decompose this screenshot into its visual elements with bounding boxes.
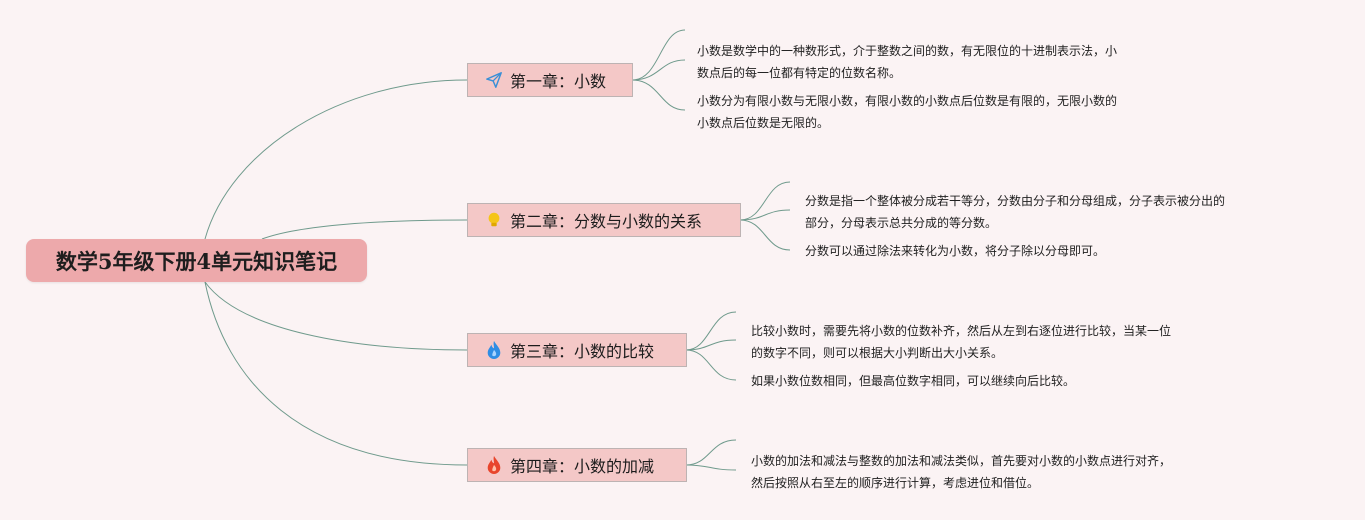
chapter-4-note-1[interactable]: 小数的加法和减法与整数的加法和减法类似，首先要对小数的小数点进行对齐， 然后按照…	[751, 450, 1171, 494]
connector-root-ch1	[204, 79, 468, 240]
chapter-2-title: 第二章：分数与小数的关系	[510, 212, 703, 231]
chapter-1-title: 第一章：小数	[510, 72, 607, 91]
connector-ch2-note1	[739, 181, 791, 221]
chapter-4-node[interactable]: 第四章：小数的加减	[467, 448, 687, 482]
connector-ch1-note1b	[631, 59, 686, 81]
connector-ch2-note2	[739, 219, 791, 251]
connector-ch3-note2	[685, 349, 737, 381]
chapter-4-title: 第四章：小数的加减	[510, 457, 655, 476]
chapter-3-note-2[interactable]: 如果小数位数相同，但最高位数字相同，可以继续向后比较。	[751, 370, 1075, 392]
connector-ch3-note1b	[685, 339, 737, 351]
note-line: 的数字不同，则可以根据大小判断出大小关系。	[751, 346, 1004, 360]
note-line: 小数点后位数是无限的。	[697, 116, 830, 130]
connector-ch2-note1b	[739, 209, 791, 221]
chapter-2-note-1[interactable]: 分数是指一个整体被分成若干等分，分数由分子和分母组成，分子表示被分出的 部分，分…	[805, 190, 1225, 234]
chapter-3-title: 第三章：小数的比较	[510, 342, 655, 361]
note-line: 分数可以通过除法来转化为小数，将分子除以分母即可。	[805, 244, 1106, 258]
red-flame-icon	[484, 455, 504, 475]
chapter-1-note-1[interactable]: 小数是数学中的一种数形式，介于整数之间的数，有无限位的十进制表示法，小 数点后的…	[697, 40, 1117, 84]
connector-ch1-note1	[631, 29, 686, 81]
connector-ch1-note2	[631, 79, 686, 111]
connector-root-ch2	[261, 219, 468, 240]
note-line: 小数分为有限小数与无限小数，有限小数的小数点后位数是有限的，无限小数的	[697, 94, 1118, 108]
chapter-1-node[interactable]: 第一章：小数	[467, 63, 633, 97]
note-line: 小数的加法和减法与整数的加法和减法类似，首先要对小数的小数点进行对齐，	[751, 454, 1172, 468]
note-line: 数点后的每一位都有特定的位数名称。	[697, 66, 902, 80]
chapter-2-note-2[interactable]: 分数可以通过除法来转化为小数，将分子除以分母即可。	[805, 240, 1105, 262]
chapter-1-note-2[interactable]: 小数分为有限小数与无限小数，有限小数的小数点后位数是有限的，无限小数的 小数点后…	[697, 90, 1117, 134]
connector-ch4-note1	[685, 439, 737, 466]
connector-root-ch4	[204, 281, 468, 466]
connector-root-ch3	[204, 281, 468, 351]
root-topic[interactable]: 数学5年级下册4单元知识笔记	[26, 239, 367, 282]
paper-plane-icon	[484, 70, 504, 90]
note-line: 如果小数位数相同，但最高位数字相同，可以继续向后比较。	[751, 374, 1076, 388]
lightbulb-icon	[484, 210, 504, 230]
chapter-3-node[interactable]: 第三章：小数的比较	[467, 333, 687, 367]
note-line: 比较小数时，需要先将小数的位数补齐，然后从左到右逐位进行比较，当某一位	[751, 324, 1172, 338]
note-line: 小数是数学中的一种数形式，介于整数之间的数，有无限位的十进制表示法，小	[697, 44, 1118, 58]
blue-flame-icon	[484, 340, 504, 360]
note-line: 然后按照从右至左的顺序进行计算，考虑进位和借位。	[751, 476, 1040, 490]
root-title: 数学5年级下册4单元知识笔记	[55, 248, 338, 274]
chapter-3-note-1[interactable]: 比较小数时，需要先将小数的位数补齐，然后从左到右逐位进行比较，当某一位 的数字不…	[751, 320, 1171, 364]
note-line: 部分，分母表示总共分成的等分数。	[805, 216, 998, 230]
connector-ch3-note1	[685, 311, 737, 351]
note-line: 分数是指一个整体被分成若干等分，分数由分子和分母组成，分子表示被分出的	[805, 194, 1226, 208]
chapter-2-node[interactable]: 第二章：分数与小数的关系	[467, 203, 741, 237]
connector-ch4-note1b	[685, 464, 737, 471]
